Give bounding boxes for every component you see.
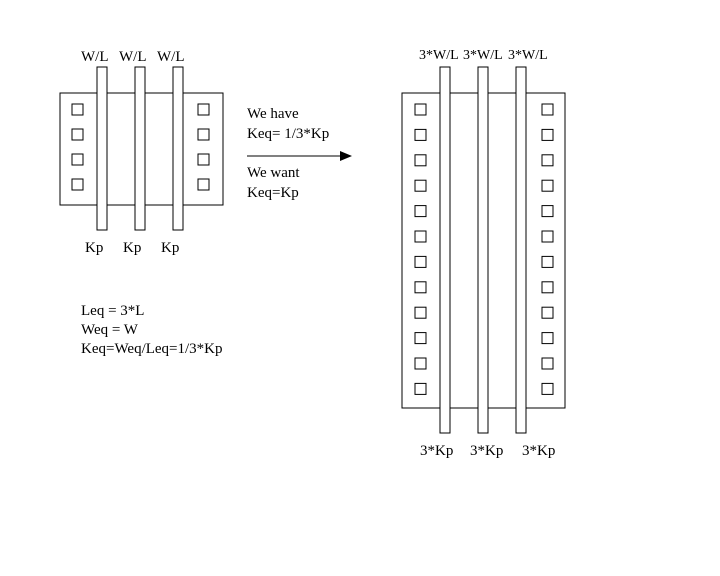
right-contact-right-2 — [541, 128, 554, 141]
right-contact-left-2 — [414, 128, 427, 141]
equations: Leq = 3*L Weq = W Keq=Weq/Leq=1/3*Kp — [81, 303, 223, 357]
right-contact-right-6 — [541, 230, 554, 243]
left-k-label-3: Kp — [161, 240, 179, 256]
right-contacts — [414, 103, 554, 395]
right-contact-left-10 — [414, 332, 427, 345]
right-contact-left-5 — [414, 205, 427, 218]
transform-arrow-head — [340, 151, 352, 161]
right-contact-left-7 — [414, 255, 427, 268]
right-contact-right-8 — [541, 281, 554, 294]
right-gate-1 — [439, 66, 451, 434]
have-equation: Keq= 1/3*Kp — [247, 126, 329, 142]
right-k-label-3: 3*Kp — [522, 443, 555, 459]
right-contact-left-12 — [414, 382, 427, 395]
right-contact-left-11 — [414, 357, 427, 370]
left-gate-label-3: W/L — [157, 49, 185, 65]
left-gate-label-2: W/L — [119, 49, 147, 65]
left-contacts — [71, 103, 210, 191]
equation-keq: Keq=Weq/Leq=1/3*Kp — [81, 341, 223, 357]
left-k-label-2: Kp — [123, 240, 141, 256]
arrow-note: We have Keq= 1/3*Kp We want Keq=Kp — [247, 106, 352, 201]
right-contact-right-3 — [541, 154, 554, 167]
left-contact-right-1 — [197, 103, 210, 116]
left-gate-3 — [172, 66, 184, 231]
right-contact-right-9 — [541, 306, 554, 319]
right-gate-label-2: 3*W/L — [463, 48, 503, 63]
have-title: We have — [247, 106, 299, 122]
right-contact-right-10 — [541, 332, 554, 345]
right-gate-label-3: 3*W/L — [508, 48, 548, 63]
right-contact-left-3 — [414, 154, 427, 167]
left-gate-1 — [96, 66, 108, 231]
left-gate-2 — [134, 66, 146, 231]
right-contact-right-5 — [541, 205, 554, 218]
right-contact-right-7 — [541, 255, 554, 268]
left-gate-label-1: W/L — [81, 49, 109, 65]
left-contact-right-2 — [197, 128, 210, 141]
want-title: We want — [247, 165, 300, 181]
right-gate-label-1: 3*W/L — [419, 48, 459, 63]
right-gate-3 — [515, 66, 527, 434]
left-device: W/L W/L W/L Kp Kp Kp — [59, 49, 224, 256]
left-k-label-1: Kp — [85, 240, 103, 256]
left-contact-left-1 — [71, 103, 84, 116]
right-contact-left-4 — [414, 179, 427, 192]
right-k-label-1: 3*Kp — [420, 443, 453, 459]
equation-leq: Leq = 3*L — [81, 303, 144, 319]
left-contact-right-4 — [197, 178, 210, 191]
right-contact-left-8 — [414, 281, 427, 294]
right-contact-right-12 — [541, 382, 554, 395]
right-gate-2 — [477, 66, 489, 434]
right-contact-right-4 — [541, 179, 554, 192]
left-contact-right-3 — [197, 153, 210, 166]
left-contact-left-4 — [71, 178, 84, 191]
want-equation: Keq=Kp — [247, 185, 299, 201]
left-contact-left-3 — [71, 153, 84, 166]
equation-weq: Weq = W — [81, 322, 139, 338]
left-contact-left-2 — [71, 128, 84, 141]
right-contact-right-1 — [541, 103, 554, 116]
right-contact-left-6 — [414, 230, 427, 243]
right-contact-left-9 — [414, 306, 427, 319]
right-device: 3*W/L 3*W/L 3*W/L 3*Kp 3*Kp 3*Kp — [401, 48, 566, 459]
right-k-label-2: 3*Kp — [470, 443, 503, 459]
right-contact-right-11 — [541, 357, 554, 370]
right-contact-left-1 — [414, 103, 427, 116]
